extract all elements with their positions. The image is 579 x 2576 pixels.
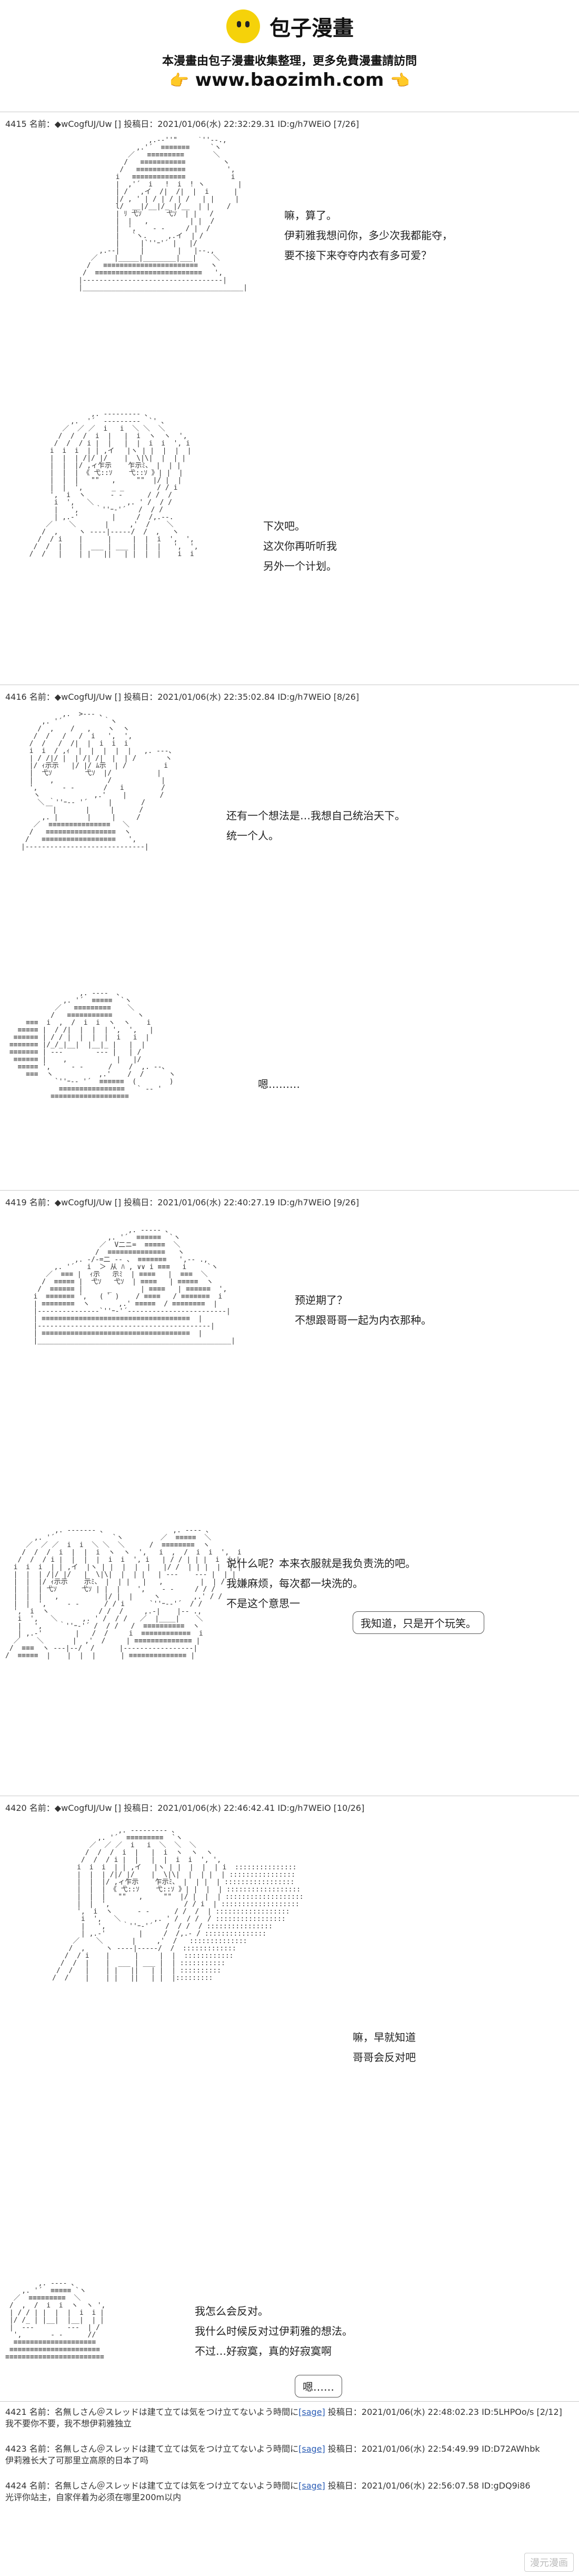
speech-bubble: 嗯…… (295, 2375, 342, 2397)
dialog-block: 下次吧。 这次你再听听我 另外一个计划。 (263, 516, 337, 576)
dialog-line: 不过…好寂寞，真的好寂寞啊 (195, 2345, 332, 2357)
reply-header: 4424 名前：名無しさん＠スレッドは建て立ては気をつけ立てないよう時間に[sa… (5, 2481, 531, 2491)
dialog-line: 我什么时候反对过伊莉雅的想法。 (195, 2325, 353, 2337)
sage-link[interactable]: [sage] (298, 2407, 325, 2417)
dialog-line: 哥哥会反对吧 (353, 2051, 416, 2064)
dialog-line: 统一个人。 (226, 829, 279, 842)
site-url-row[interactable]: 👉 www.baozimh.com 👈 (0, 70, 579, 91)
ascii-art-figure: ,. >‐‐- 、 ,. '´ ｀ヽ / , / , ヽ ヽ / / / / i… (21, 711, 176, 851)
sage-link[interactable]: [sage] (298, 2444, 325, 2454)
site-url[interactable]: www.baozimh.com (195, 70, 384, 91)
dialog-line: 下次吧。 (263, 520, 305, 532)
dialog-line: 说什么呢？本来衣服就是我负责洗的吧。 (226, 1557, 416, 1570)
dialog-block: 嗯……… (258, 1074, 300, 1094)
dialog-line: 嘛，早就知道 (353, 2031, 416, 2044)
ascii-art-figure: ,. -‐‐- 、 ,. '´ ≡≡≡≡≡ `ヽ ／ ≡≡≡≡≡≡≡≡≡ ＼ /… (5, 2280, 106, 2361)
ascii-art-figure: ,. -‐‐‐‐‐‐‐- 、 ,. '´ ≡≡≡≡≡≡≡≡≡ `ヽ ／ ／ ／ … (52, 1827, 304, 1982)
site-header: 包子漫畫 本漫畫由包子漫畫收集整理，更多免費漫畫請訪問 👉 www.baozim… (0, 0, 579, 100)
dialog-line: 我怎么会反对。 (195, 2305, 268, 2317)
post-header: 4415 名前：◆wCogfUJ/Uw [] 投稿日：2021/01/06(水)… (5, 119, 360, 129)
ascii-art-figure: ,. -‐‐- 、 ,. '´ ≡≡≡≡≡ `ヽ ／ ≡≡≡≡≡≡≡≡≡ ＼ /… (9, 990, 176, 1101)
reply-body: 我不要你不要，我不想伊莉雅独立 (5, 2419, 132, 2429)
post-divider (0, 1190, 579, 1191)
dialog-line: 伊莉雅我想问你，多少次我都能夺， (284, 229, 453, 242)
ascii-art-figure: ,. -‐‐‐‐‐‐‐- 、 ,. '´ ‐‐‐‐‐‐‐‐‐ `' 、 ／ ／ … (29, 411, 198, 558)
ascii-art-figure: ,. -‐‐‐- 、 ,. '´ ≡≡≡≡≡≡ `ヽ ／ V二ニ= ≡≡≡≡≡ … (33, 1227, 235, 1345)
sage-link[interactable]: [sage] (298, 2481, 325, 2491)
dialog-line: 预逆期了？ (295, 1294, 347, 1306)
dialog-block: 说什么呢？本来衣服就是我负责洗的吧。 我嫌麻烦，每次都一块洗的。 不是这个意思一 (226, 1553, 416, 1613)
reply-body: 伊莉雅长大了可那里立高原的日本了吗 (5, 2455, 149, 2465)
logo-text: 包子漫畫 (269, 16, 354, 41)
reply-post: 4424 名前：名無しさん＠スレッドは建て立ては気をつけ立てないよう時間に[sa… (5, 2480, 531, 2503)
post-divider (0, 2401, 579, 2402)
pointing-left-icon: 👈 (390, 72, 410, 90)
dialog-line: 要不接下来夺夺内衣有多可爱？ (284, 249, 432, 262)
dialog-block: 我怎么会反对。 我什么时候反对过伊莉雅的想法。 不过…好寂寞，真的好寂寞啊 (195, 2301, 353, 2361)
post-header: 4419 名前：◆wCogfUJ/Uw [] 投稿日：2021/01/06(水)… (5, 1197, 360, 1207)
dialog-block: 嘛，早就知道 哥哥会反对吧 (353, 2027, 416, 2067)
speech-bubble: 我知道，只是开个玩笑。 (353, 1611, 484, 1634)
post-header: 4416 名前：◆wCogfUJ/Uw [] 投稿日：2021/01/06(水)… (5, 692, 360, 702)
site-logo[interactable]: 包子漫畫 (226, 9, 354, 43)
ascii-art-figure: ,. -‐‐‐‐‐- 、 ,. -‐‐- 、 ,. '´ `ヽ ／ ≡≡≡≡≡ … (5, 1527, 242, 1660)
reply-post: 4423 名前：名無しさん＠スレッドは建て立ては気をつけ立てないよう時間に[sa… (5, 2443, 540, 2466)
pointing-right-icon: 👉 (169, 72, 189, 90)
dialog-line: 嗯……… (258, 1078, 300, 1091)
watermark: 漫元漫画 (524, 2553, 574, 2572)
collection-notice: 本漫畫由包子漫畫收集整理，更多免費漫畫請訪問 (162, 55, 417, 68)
dialog-line: 嘛，算了。 (284, 209, 337, 222)
dialog-line: 这次你再听听我 (263, 540, 337, 552)
bun-logo-icon (226, 9, 260, 43)
dialog-line: 我嫌麻烦，每次都一块洗的。 (226, 1577, 363, 1590)
dialog-line: 不想跟哥哥一起为内衣那种。 (295, 1314, 432, 1326)
dialog-line: 不是这个意思一 (226, 1597, 300, 1610)
reply-header: 4421 名前：名無しさん＠スレッドは建て立ては気をつけ立てないよう時間に[sa… (5, 2407, 562, 2417)
reply-header: 4423 名前：名無しさん＠スレッドは建て立ては気をつけ立てないよう時間に[sa… (5, 2444, 540, 2454)
dialog-block: 嘛，算了。 伊莉雅我想问你，多少次我都能夺， 要不接下来夺夺内衣有多可爱？ (284, 205, 453, 265)
dialog-block: 还有一个想法是…我想自己统治天下。 统一个人。 (226, 806, 405, 846)
reply-body: 光评你站主，自家伴着为必须在哪里200m以内 (5, 2492, 182, 2502)
dialog-block: 预逆期了？ 不想跟哥哥一起为内衣那种。 (295, 1290, 432, 1330)
reply-post: 4421 名前：名無しさん＠スレッドは建て立ては気をつけ立てないよう時間に[sa… (5, 2406, 562, 2430)
ascii-art-figure: ,.-‐''"￣￣￣`''‐-., ,.'´ ≡≡≡≡≡≡≡ `ヽ ／ ≡≡≡≡… (78, 137, 248, 292)
dialog-line: 还有一个想法是…我想自己统治天下。 (226, 809, 405, 822)
dialog-line: 另外一个计划。 (263, 560, 337, 572)
post-header: 4420 名前：◆wCogfUJ/Uw [] 投稿日：2021/01/06(水)… (5, 1803, 365, 1813)
